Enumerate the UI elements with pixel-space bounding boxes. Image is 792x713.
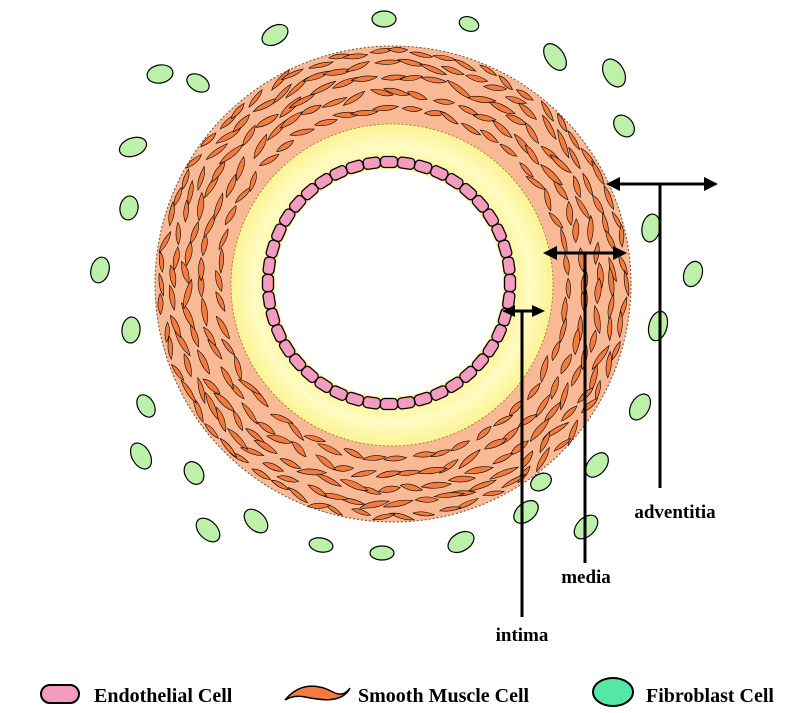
fibroblast-cell [258,20,291,50]
legend: Endothelial Cell Smooth Muscle Cell Fibr… [41,678,774,707]
fibroblast-cell [370,546,394,560]
fibroblast-cell [88,255,112,285]
fibroblast-cell-swatch [593,678,633,706]
intima-label: intima [496,625,549,646]
lumen [275,169,503,397]
legend-endothelial-label: Endothelial Cell [94,685,233,707]
fibroblast-cell [372,11,396,27]
fibroblast-cell [117,134,149,160]
endothelial-cell [263,257,276,275]
fibroblast-cell [126,439,156,472]
endothelial-cell [397,157,415,170]
smooth-muscle-cell-swatch [285,686,350,700]
endothelial-cell [381,399,398,410]
legend-fibroblast-label: Fibroblast Cell [646,685,774,707]
fibroblast-cell [184,70,213,96]
adventitia-label: adventitia [634,502,716,523]
endothelial-cell [263,291,276,309]
media-label: media [561,567,611,588]
fibroblast-cell [240,505,273,538]
fibroblast-cell [146,63,175,85]
endothelial-cell [263,275,274,292]
legend-smooth-muscle-label: Smooth Muscle Cell [358,685,530,707]
fibroblast-cell [308,536,334,554]
fibroblast-cell [192,514,225,547]
fibroblast-cell [625,390,655,423]
endothelial-cell [363,396,381,409]
fibroblast-cell [609,111,638,141]
fibroblast-cell [539,40,571,75]
endothelial-cell [363,157,381,170]
fibroblast-cell [121,316,141,343]
fibroblast-cell [509,496,542,528]
endothelial-cell [505,275,516,292]
fibroblast-cell [180,458,208,488]
fibroblast-cell [444,527,477,557]
endothelial-cell [502,257,515,275]
fibroblast-cell [680,259,706,290]
fibroblast-cell [457,14,481,34]
endothelial-cell-swatch [41,685,79,703]
endothelial-cell [381,157,398,168]
fibroblast-cell [645,309,670,343]
fibroblast-cell [133,392,159,421]
fibroblast-cell [118,195,140,222]
fibroblast-cell [598,55,630,91]
endothelial-cell [397,396,415,409]
